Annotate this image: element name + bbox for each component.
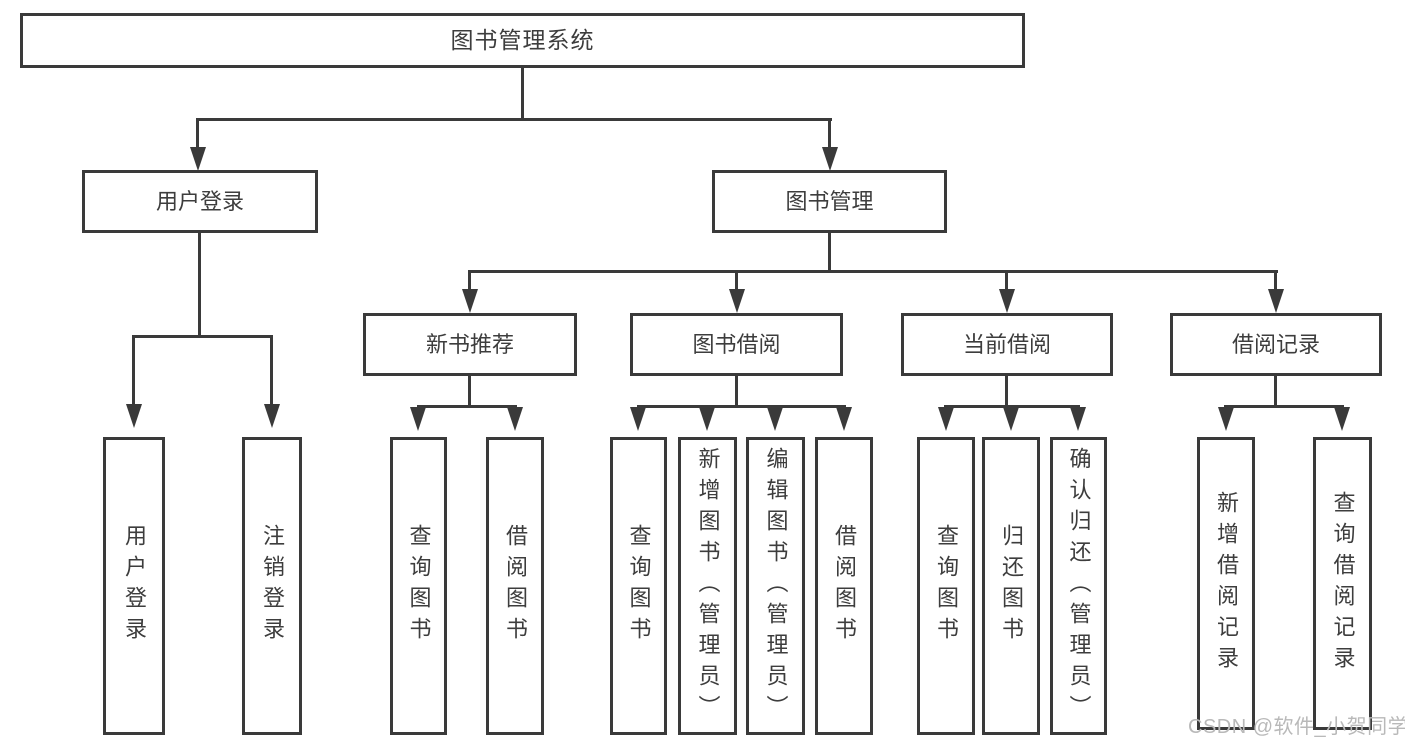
leaf-label: 查询图书 [626, 524, 652, 648]
node-book-management: 图书管理 [712, 170, 947, 233]
connector-root-rail [196, 118, 832, 121]
node-label: 图书借阅 [692, 331, 781, 357]
leaf-label: 确认归还（管理员） [1066, 446, 1092, 726]
connector-rail [417, 405, 517, 408]
connector-stem [735, 376, 738, 408]
connector-mgmt-rail [468, 270, 1278, 273]
arrow-down-icon [699, 407, 715, 431]
node-new-book-recommend: 新书推荐 [363, 313, 577, 376]
arrow-down-icon [1003, 407, 1019, 431]
connector-line [828, 118, 831, 150]
connector-root-stem [521, 68, 524, 121]
arrow-down-icon [126, 404, 142, 428]
connector-stem [468, 376, 471, 408]
leaf-label: 用户登录 [122, 524, 147, 648]
connector-rail [1224, 405, 1344, 408]
leaf-query-books-1: 查询图书 [390, 437, 447, 735]
leaf-label: 新增借阅记录 [1214, 490, 1239, 677]
leaf-return-books: 归还图书 [982, 437, 1040, 735]
leaf-label: 查询图书 [934, 524, 959, 648]
arrow-down-icon [462, 289, 478, 313]
connector-mgmt-stem [828, 233, 831, 273]
arrow-down-icon [999, 289, 1015, 313]
node-label: 借阅记录 [1231, 331, 1320, 357]
connector-line [1274, 270, 1277, 292]
node-user-login: 用户登录 [82, 170, 318, 233]
connector-user-stem [198, 233, 201, 338]
connector-rail [944, 405, 1080, 408]
connector-line [735, 270, 738, 292]
leaf-query-borrow-record: 查询借阅记录 [1313, 437, 1372, 730]
node-label: 图书管理系统 [450, 27, 595, 53]
arrow-down-icon [264, 404, 280, 428]
arrow-down-icon [822, 147, 838, 171]
node-label: 当前借阅 [962, 331, 1051, 357]
arrow-down-icon [1070, 407, 1086, 431]
leaf-edit-books-admin: 编辑图书（管理员） [746, 437, 805, 735]
node-book-borrow: 图书借阅 [630, 313, 843, 376]
leaf-add-books-admin: 新增图书（管理员） [678, 437, 737, 735]
arrow-down-icon [507, 407, 523, 431]
connector-line [132, 335, 135, 407]
connector-rail [637, 405, 846, 408]
arrow-down-icon [836, 407, 852, 431]
leaf-label: 注销登录 [260, 524, 285, 648]
leaf-borrow-books-2: 借阅图书 [815, 437, 873, 735]
arrow-down-icon [729, 289, 745, 313]
leaf-user-login: 用户登录 [103, 437, 165, 735]
node-label: 图书管理 [785, 188, 874, 214]
arrow-down-icon [410, 407, 426, 431]
leaf-label: 查询借阅记录 [1330, 490, 1356, 677]
node-label: 新书推荐 [425, 331, 514, 357]
connector-user-rail [132, 335, 273, 338]
leaf-label: 借阅图书 [503, 524, 528, 648]
leaf-label: 借阅图书 [832, 524, 857, 648]
leaf-query-books-2: 查询图书 [610, 437, 667, 735]
leaf-confirm-return-admin: 确认归还（管理员） [1050, 437, 1107, 735]
node-label: 用户登录 [155, 188, 244, 214]
arrow-down-icon [1268, 289, 1284, 313]
connector-line [468, 270, 471, 292]
node-current-borrow: 当前借阅 [901, 313, 1113, 376]
connector-stem [1274, 376, 1277, 408]
node-library-system: 图书管理系统 [20, 13, 1025, 68]
leaf-label: 查询图书 [406, 524, 432, 648]
arrow-down-icon [938, 407, 954, 431]
connector-line [1005, 270, 1008, 292]
connector-line [196, 118, 199, 150]
connector-stem [1005, 376, 1008, 408]
leaf-label: 归还图书 [999, 524, 1024, 648]
arrow-down-icon [767, 407, 783, 431]
connector-line [270, 335, 273, 407]
arrow-down-icon [1334, 407, 1350, 431]
leaf-add-borrow-record: 新增借阅记录 [1197, 437, 1255, 730]
leaf-label: 新增图书（管理员） [695, 446, 721, 726]
leaf-logout: 注销登录 [242, 437, 302, 735]
leaf-label: 编辑图书（管理员） [763, 446, 789, 726]
node-borrow-records: 借阅记录 [1170, 313, 1382, 376]
leaf-borrow-books-1: 借阅图书 [486, 437, 544, 735]
arrow-down-icon [630, 407, 646, 431]
arrow-down-icon [190, 147, 206, 171]
arrow-down-icon [1218, 407, 1234, 431]
leaf-query-books-3: 查询图书 [917, 437, 975, 735]
csdn-watermark: CSDN @软件_小贺同学 [1188, 716, 1405, 738]
